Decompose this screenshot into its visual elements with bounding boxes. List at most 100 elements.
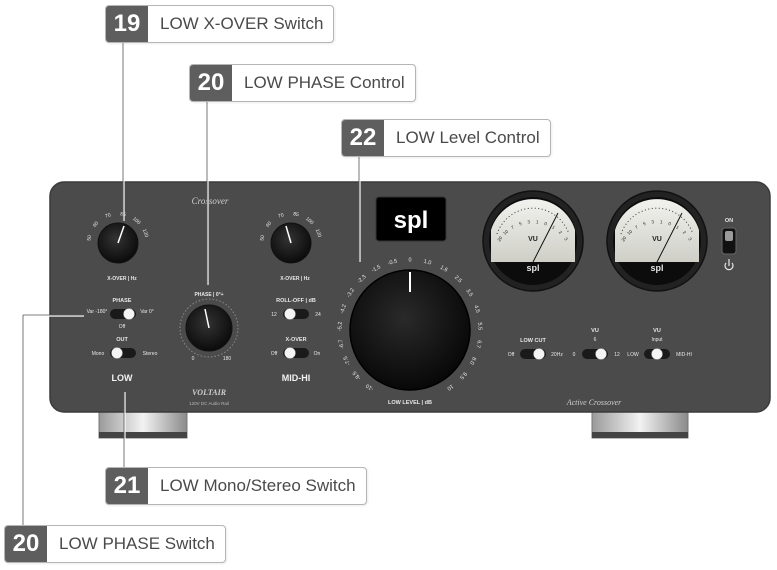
scale-tick-label: 5.5	[476, 322, 482, 330]
callout-low-level-control: 22 LOW Level Control	[341, 119, 551, 157]
vu-input-label: VU	[653, 328, 661, 334]
midhi-xover-switch-left: Off	[271, 351, 278, 357]
scale-tick-label: 1	[660, 219, 664, 224]
phase-off-label: Off	[119, 324, 126, 330]
out-switch-label: OUT	[116, 337, 128, 343]
scale-tick-label: 3.5	[464, 288, 473, 298]
low-xover-knob-pointer	[117, 225, 125, 244]
scale-tick-label: -8.5	[352, 370, 363, 381]
scale-tick-label: 5	[642, 221, 646, 227]
scale-tick-label: 70	[105, 212, 112, 220]
bottom-script-label: Active Crossover	[566, 398, 622, 407]
scale-tick-label: 8.0	[468, 356, 477, 366]
rolloff-left: 12	[271, 312, 277, 318]
scale-tick-label: 120	[141, 228, 150, 238]
rolloff-switch[interactable]	[283, 308, 309, 320]
vu-right-label: VU	[652, 236, 662, 243]
power-switch[interactable]	[721, 227, 737, 255]
lowcut-right: 20Hz	[551, 352, 563, 358]
vu-left-logo: spl	[526, 263, 539, 273]
phase-knob-scale	[179, 298, 239, 358]
vu-range-sub: 6	[594, 337, 597, 343]
scale-tick-label: 0	[668, 221, 672, 227]
lowcut-label: LOW CUT	[520, 338, 546, 344]
phase-switch[interactable]	[110, 308, 136, 320]
mono-stereo-switch[interactable]	[110, 347, 136, 359]
scale-tick-label: -2.3	[357, 274, 368, 285]
scale-tick-label: -5.2	[337, 321, 343, 331]
callout-label: LOW X-OVER Switch	[160, 14, 324, 33]
low-level-label: LOW LEVEL | dB	[388, 400, 432, 406]
scale-tick-label: 2	[682, 230, 688, 236]
phase-knob-label: PHASE | 0°+	[194, 292, 223, 298]
scale-tick-label: -4.2	[339, 304, 348, 315]
callout-number: 19	[106, 6, 148, 42]
midhi-section-label: MID-HI	[282, 373, 311, 383]
model-label: VOLTAIR	[192, 388, 227, 397]
low-section-label: LOW	[112, 373, 133, 383]
scale-tick-label: 5	[518, 221, 522, 227]
scale-tick-label: 1	[551, 225, 556, 231]
scale-tick-label: 120	[314, 228, 323, 238]
scale-tick-label: 70	[278, 212, 285, 220]
scale-tick-label: 20	[496, 235, 503, 242]
scale-tick-label: 0	[408, 257, 411, 263]
midhi-xover-switch-label: X-OVER	[285, 337, 306, 343]
scale-tick-label: 50	[259, 235, 266, 242]
scale-tick-label: 7	[634, 224, 639, 230]
scale-tick-label: -10	[365, 382, 375, 391]
callout-number: 20	[190, 65, 232, 101]
phase-knob-min: 0	[192, 356, 195, 362]
callout-label: LOW PHASE Control	[244, 73, 405, 92]
scale-tick-label: 1.6	[439, 265, 449, 274]
scale-tick-label: 2.5	[453, 275, 463, 285]
phase-switch-label: PHASE	[113, 298, 132, 304]
callout-low-phase-switch: 20 LOW PHASE Switch	[4, 525, 226, 563]
spl-logo: spl	[375, 196, 447, 242]
scale-tick-label: 100	[304, 216, 314, 226]
vu-meter-right: VU spl	[606, 190, 708, 292]
scale-tick-label: -7.5	[343, 355, 353, 366]
scale-tick-label: 1	[536, 219, 540, 224]
callout-number: 21	[106, 468, 148, 504]
scale-tick-label: 10	[626, 229, 633, 236]
top-script-label: Crossover	[192, 196, 229, 206]
midhi-xover-knob-pointer	[285, 225, 292, 244]
lowcut-left: Off	[508, 352, 515, 358]
scale-tick-label: 1	[675, 225, 680, 231]
midhi-xover-switch-right: On	[314, 351, 321, 357]
scale-tick-label: 9.5	[458, 370, 468, 380]
vu-input-switch[interactable]	[644, 348, 670, 360]
vu-range-right: 12	[614, 352, 620, 358]
scale-tick-label: -1.5	[371, 264, 382, 274]
scale-tick-label: -6.7	[338, 339, 346, 349]
vu-input-sub: Input	[651, 337, 663, 343]
out-right-label: Stereo	[143, 351, 158, 357]
phase-right-label: Var 0°	[140, 309, 154, 315]
out-left-label: Mono	[92, 351, 105, 357]
rolloff-right: 24	[315, 312, 321, 318]
vu-left-label: VU	[528, 236, 538, 243]
rolloff-label: ROLL-OFF | dB	[276, 298, 316, 304]
lowcut-switch[interactable]	[520, 348, 546, 360]
scale-tick-label: 3	[527, 219, 531, 224]
scale-tick-label: 6.7	[474, 340, 481, 349]
power-on-label: ON	[725, 218, 733, 224]
low-level-knob[interactable]	[349, 269, 471, 391]
vu-range-switch[interactable]	[582, 348, 608, 360]
scale-tick-label: 50	[86, 235, 93, 242]
scale-tick-label: -3.2	[346, 288, 356, 299]
vu-meter-left: VU spl	[482, 190, 584, 292]
vu-input-right: MID-HI	[676, 352, 692, 358]
scale-tick-label: 3	[563, 236, 569, 241]
leader-lines	[23, 42, 361, 528]
midhi-xover-switch[interactable]	[283, 347, 309, 359]
callout-label: LOW Mono/Stereo Switch	[160, 476, 356, 495]
scale-tick-label: 7	[510, 224, 515, 230]
vu-input-left: LOW	[627, 352, 639, 358]
